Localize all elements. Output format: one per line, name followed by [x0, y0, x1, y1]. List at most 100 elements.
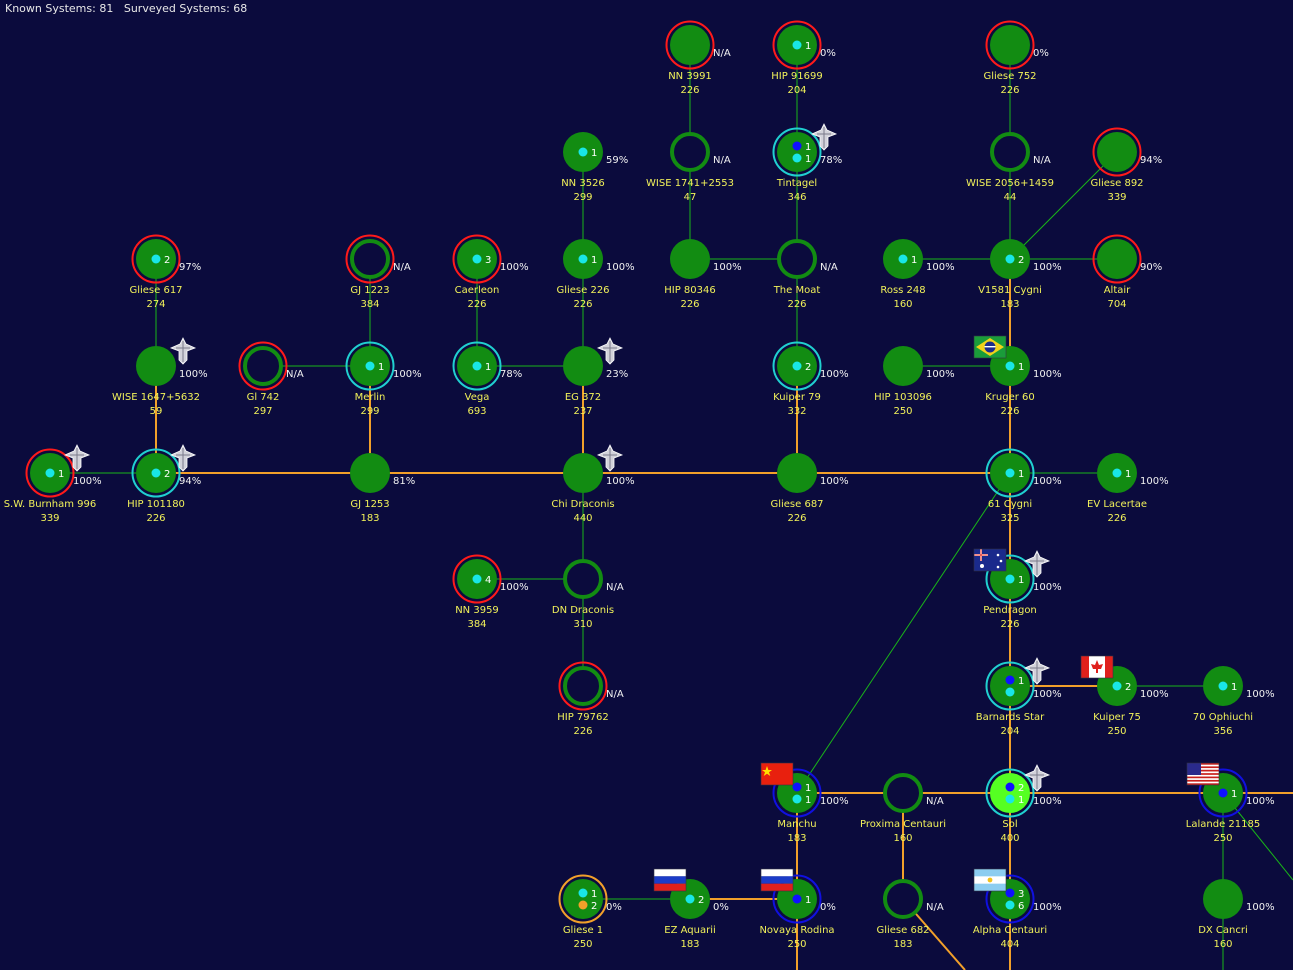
marker-count: 1 — [591, 148, 597, 159]
population-marker-icon — [792, 40, 802, 50]
system-body — [563, 346, 603, 386]
survey-percent: 100% — [820, 796, 849, 807]
marker-count: 1 — [805, 795, 811, 806]
population-marker-icon — [1005, 794, 1015, 804]
survey-percent: 100% — [1140, 476, 1169, 487]
system-value: 226 — [1000, 406, 1019, 417]
survey-percent: N/A — [926, 902, 944, 913]
survey-percent: 78% — [500, 369, 522, 380]
system-name: HIP 103096 — [874, 392, 932, 403]
warship-icon[interactable] — [596, 337, 624, 365]
system-name: Gliese 682 — [876, 925, 929, 936]
warship-icon[interactable] — [1023, 764, 1051, 792]
system-value: 226 — [1000, 85, 1019, 96]
system-body — [990, 25, 1030, 65]
system-name: HIP 101180 — [127, 499, 185, 510]
system-name: Gliese 617 — [129, 285, 182, 296]
system-name: S.W. Burnham 996 — [4, 499, 97, 510]
survey-percent: 94% — [1140, 155, 1162, 166]
warship-icon[interactable] — [169, 337, 197, 365]
survey-percent: 0% — [820, 902, 836, 913]
population-marker-icon — [898, 254, 908, 264]
marker-count: 1 — [378, 362, 384, 373]
warship-icon[interactable] — [596, 444, 624, 472]
population-marker-icon — [151, 254, 161, 264]
system-value: 274 — [146, 299, 165, 310]
system-value: 183 — [680, 939, 699, 950]
survey-status: Known Systems: 81 Surveyed Systems: 68 — [5, 2, 247, 15]
system-name: Gl 742 — [247, 392, 280, 403]
survey-percent: N/A — [606, 582, 624, 593]
marker-count: 2 — [805, 362, 811, 373]
survey-percent: N/A — [1033, 155, 1051, 166]
warship-icon[interactable] — [169, 444, 197, 472]
system-ring — [985, 554, 1035, 604]
warship-icon[interactable] — [1023, 550, 1051, 578]
system-value: 44 — [1004, 192, 1017, 203]
warship-icon[interactable] — [63, 444, 91, 472]
warship-icon[interactable] — [810, 123, 838, 151]
survey-percent: 0% — [713, 902, 729, 913]
survey-percent: N/A — [606, 689, 624, 700]
fleet-marker-icon — [1218, 788, 1228, 798]
marker-count: 3 — [1018, 889, 1024, 900]
system-name: EZ Aquarii — [664, 925, 716, 936]
system-name: Gliese 226 — [556, 285, 609, 296]
system-name: Merlin — [355, 392, 386, 403]
system-value: 384 — [360, 299, 379, 310]
system-name: Caerleon — [455, 285, 500, 296]
warship-icon[interactable] — [1023, 657, 1051, 685]
